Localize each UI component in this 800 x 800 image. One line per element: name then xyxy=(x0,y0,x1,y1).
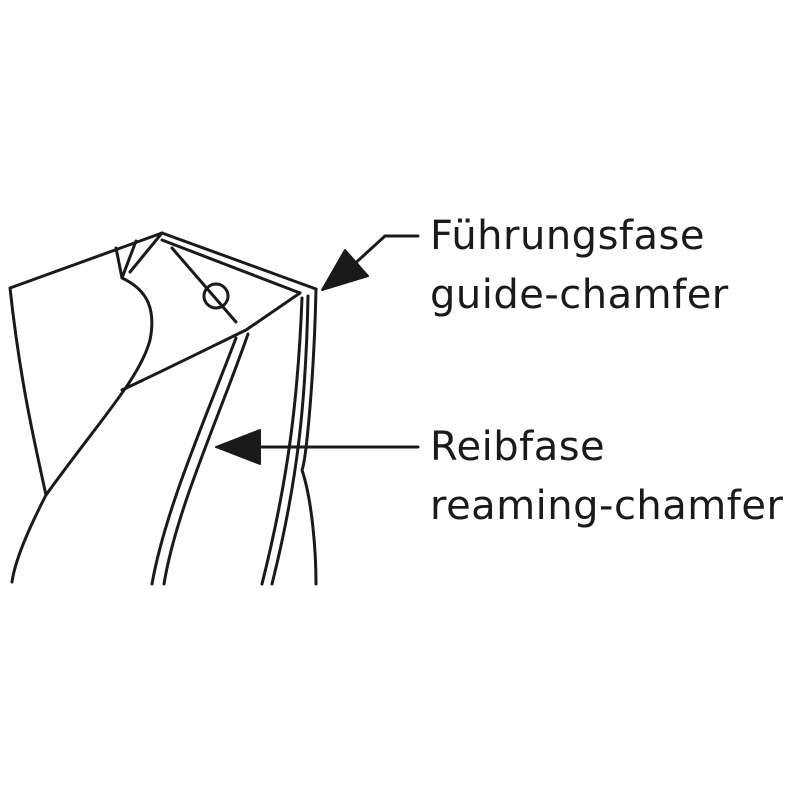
reaming-chamfer-line-left xyxy=(150,336,238,586)
drill-flute-curve xyxy=(10,276,154,584)
drill-face-lower-edge xyxy=(120,231,302,392)
reaming-chamfer-line-right xyxy=(162,332,250,586)
drill-top-edge-outer xyxy=(160,231,318,291)
drill-top-edge-inner xyxy=(160,238,302,295)
drill-face-diagonal xyxy=(170,246,238,324)
guide-chamfer-arrowhead xyxy=(321,249,369,291)
guide-chamfer-marker xyxy=(202,282,230,310)
drill-right-margin-mid xyxy=(270,294,310,586)
guide-chamfer-leader-line xyxy=(348,234,420,270)
drill-right-margin-outer xyxy=(300,287,318,586)
drill-right-margin-inner xyxy=(260,296,304,586)
drill-outer-left-edge xyxy=(8,231,164,497)
guide-chamfer-label-en: guide-chamfer xyxy=(430,272,729,318)
guide-chamfer-label-de: Führungsfase xyxy=(430,213,705,259)
reaming-chamfer-label-de: Reibfase xyxy=(430,424,606,470)
reaming-chamfer-arrowhead xyxy=(215,429,261,465)
reaming-chamfer-label-en: reaming-chamfer xyxy=(430,483,784,529)
